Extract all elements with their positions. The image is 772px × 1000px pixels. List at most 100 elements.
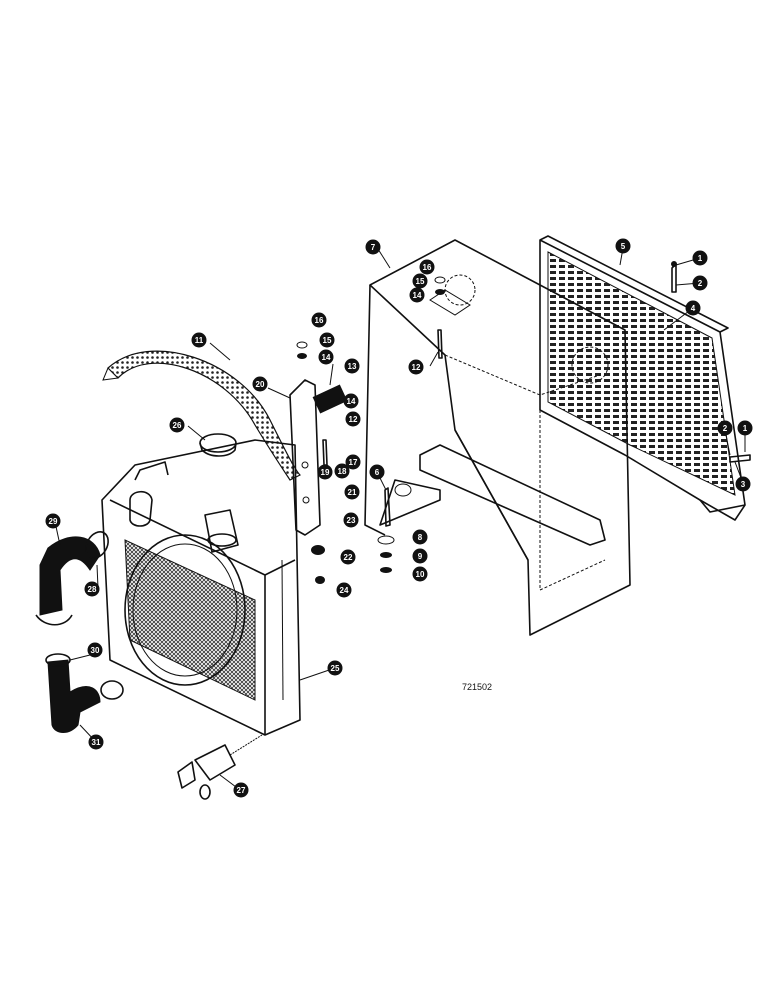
callout-label: 15 bbox=[416, 277, 425, 286]
callout-bubble bbox=[692, 250, 708, 266]
callout-6: 6 bbox=[369, 464, 385, 480]
callout-14: 14 bbox=[343, 393, 359, 409]
radiator-cap bbox=[199, 433, 237, 457]
callout-bubble bbox=[45, 513, 61, 529]
callout-13: 13 bbox=[344, 358, 360, 374]
callout-5: 5 bbox=[615, 238, 631, 254]
callout-9: 9 bbox=[412, 548, 428, 564]
callout-label: 16 bbox=[423, 263, 432, 272]
callout-bubble bbox=[369, 464, 385, 480]
callout-29: 29 bbox=[45, 513, 61, 529]
callout-bubble bbox=[344, 358, 360, 374]
callout-19: 19 bbox=[317, 464, 333, 480]
callout-bubble bbox=[84, 581, 100, 597]
callout-label: 2 bbox=[698, 279, 703, 288]
callout-bubble bbox=[252, 376, 268, 392]
callout-1: 1 bbox=[692, 250, 708, 266]
callout-label: 14 bbox=[413, 291, 422, 300]
callout-label: 21 bbox=[348, 488, 357, 497]
callout-31: 31 bbox=[88, 734, 104, 750]
callout-bubble bbox=[340, 549, 356, 565]
callout-label: 24 bbox=[340, 586, 349, 595]
callout-26: 26 bbox=[169, 417, 185, 433]
callout-21: 21 bbox=[344, 484, 360, 500]
callout-bubble bbox=[327, 660, 343, 676]
callout-bubble bbox=[737, 420, 753, 436]
callout-bubble bbox=[409, 287, 425, 303]
callout-bubble bbox=[345, 454, 361, 470]
callout-bubble bbox=[412, 273, 428, 289]
callout-label: 15 bbox=[323, 336, 332, 345]
callout-label: 31 bbox=[92, 738, 101, 747]
callout-bubble bbox=[311, 312, 327, 328]
radiator bbox=[101, 439, 301, 736]
callout-1: 1 bbox=[737, 420, 753, 436]
callout-label: 9 bbox=[418, 552, 423, 561]
callout-label: 26 bbox=[173, 421, 182, 430]
callout-label: 18 bbox=[338, 467, 347, 476]
callout-label: 10 bbox=[416, 570, 425, 579]
callout-bubble bbox=[191, 332, 207, 348]
leader-lines bbox=[54, 247, 746, 791]
callout-label: 1 bbox=[698, 254, 703, 263]
callout-bubble bbox=[169, 417, 185, 433]
callout-bubble bbox=[344, 484, 360, 500]
callout-2: 2 bbox=[717, 420, 733, 436]
callout-20: 20 bbox=[252, 376, 268, 392]
callout-30: 30 bbox=[87, 642, 103, 658]
callout-label: 8 bbox=[418, 533, 423, 542]
gasket-strip bbox=[102, 350, 302, 481]
callout-label: 7 bbox=[371, 243, 376, 252]
callout-16: 16 bbox=[419, 259, 435, 275]
drain-cock bbox=[177, 734, 263, 800]
callout-14: 14 bbox=[318, 349, 334, 365]
callout-3: 3 bbox=[735, 476, 751, 492]
callout-label: 6 bbox=[375, 468, 380, 477]
upper-hose bbox=[35, 531, 109, 626]
callout-4: 4 bbox=[685, 300, 701, 316]
callout-bubble bbox=[717, 420, 733, 436]
callout-15: 15 bbox=[319, 332, 335, 348]
callout-bubble bbox=[412, 548, 428, 564]
callout-label: 23 bbox=[347, 516, 356, 525]
support-rail bbox=[379, 444, 606, 546]
callout-bubble bbox=[345, 411, 361, 427]
callout-bubble bbox=[233, 782, 249, 798]
callout-label: 12 bbox=[412, 363, 421, 372]
callout-label: 16 bbox=[315, 316, 324, 325]
callout-label: 2 bbox=[723, 424, 728, 433]
callout-bubble bbox=[685, 300, 701, 316]
callout-bubble bbox=[408, 359, 424, 375]
lower-hose bbox=[45, 653, 124, 733]
callout-label: 22 bbox=[344, 553, 353, 562]
callout-bubble bbox=[319, 332, 335, 348]
callout-label: 17 bbox=[349, 458, 358, 467]
grille bbox=[539, 235, 746, 521]
figure-id: 721502 bbox=[462, 682, 492, 692]
callout-label: 14 bbox=[347, 397, 356, 406]
callout-7: 7 bbox=[365, 239, 381, 255]
callout-bubble bbox=[365, 239, 381, 255]
callout-23: 23 bbox=[343, 512, 359, 528]
callout-18: 18 bbox=[334, 463, 350, 479]
callout-28: 28 bbox=[84, 581, 100, 597]
callout-bubble bbox=[343, 393, 359, 409]
callout-10: 10 bbox=[412, 566, 428, 582]
radiator-bracket bbox=[289, 379, 348, 536]
callout-15: 15 bbox=[412, 273, 428, 289]
callout-16: 16 bbox=[311, 312, 327, 328]
callout-bubble bbox=[735, 476, 751, 492]
callout-label: 3 bbox=[741, 480, 746, 489]
callout-12: 12 bbox=[408, 359, 424, 375]
callout-bubble bbox=[615, 238, 631, 254]
fan-shroud bbox=[364, 239, 631, 636]
callout-label: 25 bbox=[331, 664, 340, 673]
callout-bubble bbox=[317, 464, 333, 480]
callout-label: 12 bbox=[349, 415, 358, 424]
callout-label: 20 bbox=[256, 380, 265, 389]
callout-22: 22 bbox=[340, 549, 356, 565]
callout-8: 8 bbox=[412, 529, 428, 545]
callout-bubble bbox=[343, 512, 359, 528]
